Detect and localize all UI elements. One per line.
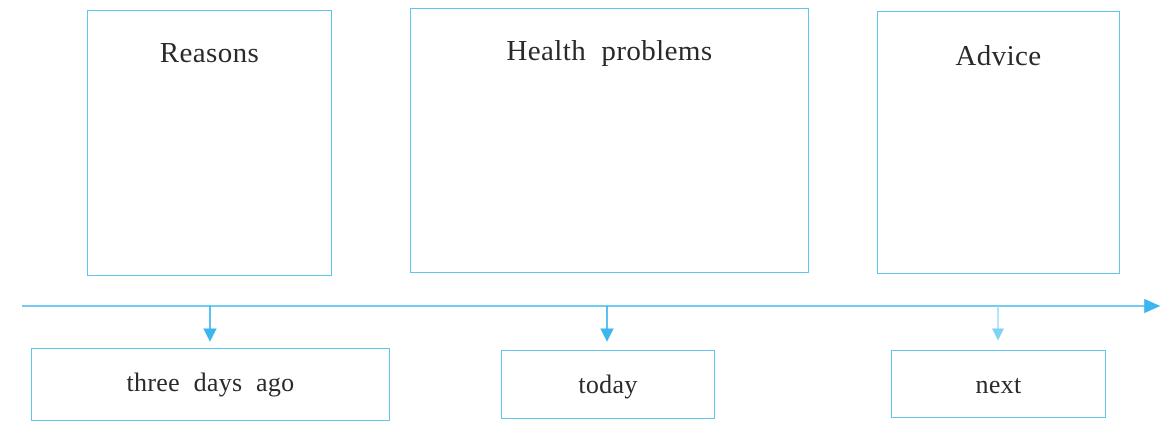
node-box-next[interactable]: next bbox=[891, 350, 1106, 418]
node-label-today: today bbox=[578, 370, 638, 399]
node-label-advice: Advice bbox=[955, 40, 1042, 72]
node-label-three-days-ago: three days ago bbox=[126, 368, 295, 397]
node-box-three-days-ago[interactable]: three days ago bbox=[31, 348, 390, 421]
node-box-advice[interactable]: Advice bbox=[877, 11, 1120, 274]
node-label-health-problems: Health problems bbox=[506, 35, 713, 67]
node-box-reasons[interactable]: Reasons bbox=[87, 10, 332, 276]
node-box-today[interactable]: today bbox=[501, 350, 715, 419]
node-label-next: next bbox=[975, 370, 1022, 399]
node-box-health-problems[interactable]: Health problems bbox=[410, 8, 809, 273]
node-label-reasons: Reasons bbox=[159, 37, 260, 69]
